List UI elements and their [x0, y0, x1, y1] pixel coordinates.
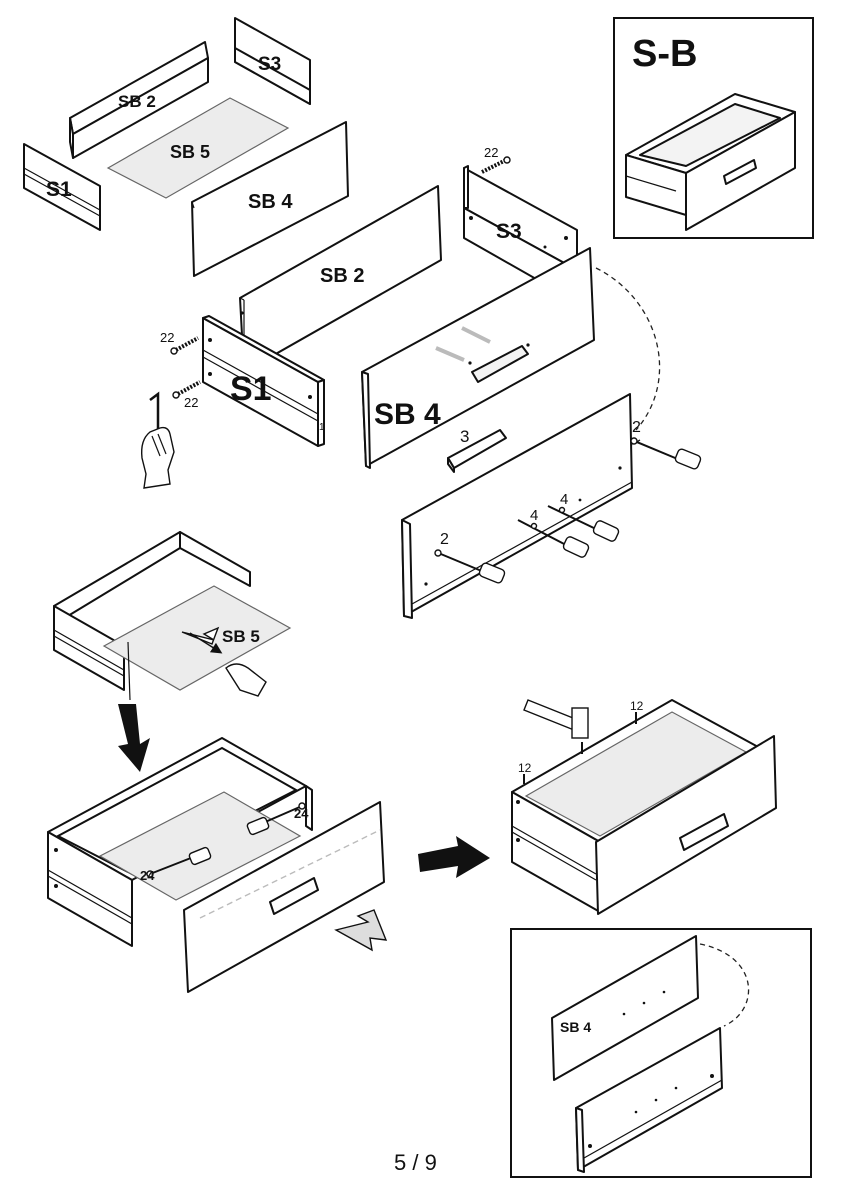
sb-box-title: S-B	[632, 33, 697, 75]
sb4-detail-box: SB 4	[510, 928, 812, 1178]
screw-22-left-b: 22	[172, 380, 201, 410]
label-one: 1	[319, 422, 325, 433]
insert-bottom-step: SB 5	[53, 531, 292, 701]
finished-drawer-icon	[625, 93, 796, 231]
label-sb4-detail: SB 4	[560, 1019, 591, 1035]
black-arrow-down	[118, 704, 150, 772]
push-arrow	[334, 909, 388, 952]
nail-12-left-label: 12	[518, 761, 532, 775]
screw-4-a-label: 4	[530, 507, 538, 524]
part-s3-small: S3	[234, 17, 311, 105]
label-sb4: SB 4	[374, 398, 441, 431]
hand-icon	[140, 426, 175, 489]
cam-2-bottom-label: 2	[440, 531, 449, 548]
label-s3: S3	[496, 220, 522, 243]
flip-arrow-detail	[699, 943, 750, 1027]
carcass-assembly: 22 S3 SB 2 22 22	[140, 145, 702, 619]
part-sb4-detail-front: SB 4	[551, 935, 699, 1081]
screw-24-right-label: 24	[294, 806, 309, 821]
handle-3-label: 3	[460, 427, 469, 446]
exploded-parts: SB 2 S3 SB 5 S1 SB 4	[23, 17, 349, 277]
part-s1-small: S1	[23, 143, 101, 231]
label-sb5-small: SB 5	[170, 142, 210, 162]
page-number: 5 / 9	[394, 1150, 437, 1175]
screwdriver-screw-4-b: 4	[547, 491, 620, 542]
label-s3-small: S3	[258, 54, 281, 75]
part-sb4-back	[401, 393, 633, 619]
part-sb4-detail-back	[575, 1027, 723, 1173]
part-sb5-small: SB 5	[106, 97, 290, 199]
label-sb4-small: SB 4	[248, 191, 293, 213]
label-s1-small: S1	[46, 178, 72, 201]
label-sb5-insert: SB 5	[222, 627, 260, 646]
attach-front-step: 24 24	[47, 737, 388, 993]
screwdriver-24-left: 24	[140, 846, 212, 883]
screw-22-left-a: 22	[160, 330, 199, 355]
screwdriver-cam-2-bottom: 2	[434, 531, 506, 584]
nail-12-top-label: 12	[630, 699, 644, 713]
nail-back-step: 12 12	[511, 699, 777, 915]
part-sb4: SB 4	[361, 247, 595, 469]
cam-2-top-label: 2	[632, 419, 641, 436]
screw-22-left-a-label: 22	[160, 330, 174, 345]
screw-22-top-label: 22	[484, 145, 498, 160]
screwdriver-cam-2-top: 2	[630, 419, 702, 470]
part-s1: S1 1	[202, 315, 325, 447]
screw-22-top: 22	[481, 145, 511, 174]
label-sb2-small: SB 2	[118, 92, 156, 111]
screw-4-b-label: 4	[560, 491, 568, 508]
hammer-icon	[523, 699, 589, 739]
screwdriver-screw-4-a: 4	[517, 507, 590, 558]
label-s1: S1	[230, 370, 272, 408]
screw-22-left-b-label: 22	[184, 395, 198, 410]
screwdriver-24-right: 24	[246, 802, 309, 836]
allen-key-icon	[149, 391, 160, 430]
black-arrow-right	[418, 836, 490, 878]
sb-overview-box: S-B	[613, 17, 814, 239]
part-sb4-small: SB 4	[191, 121, 349, 277]
screw-24-left-label: 24	[140, 868, 155, 883]
insert-arrow	[181, 626, 220, 645]
handle-3: 3	[447, 427, 507, 473]
push-hand-icon	[225, 663, 267, 697]
label-sb2: SB 2	[320, 265, 364, 287]
part-sb2-small: SB 2	[69, 41, 209, 159]
